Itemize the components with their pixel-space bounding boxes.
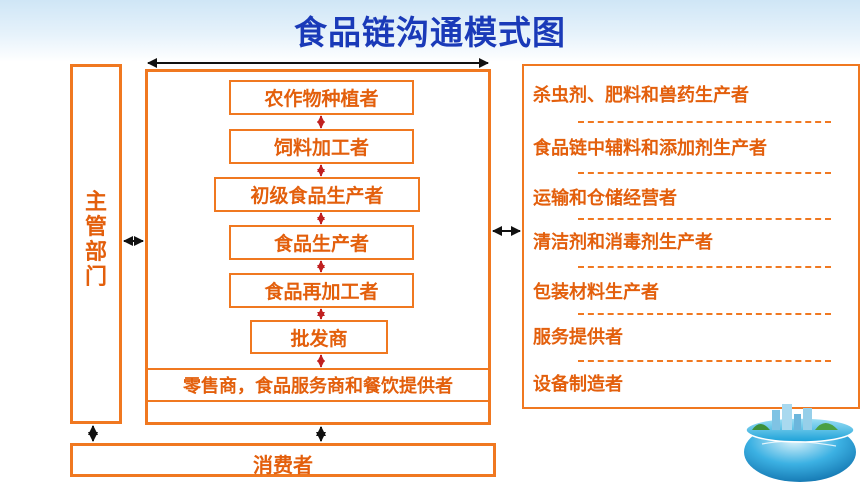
- dashed-divider: [578, 360, 831, 362]
- globe-icon: [744, 404, 856, 482]
- chain-node-food-producer: 食品生产者: [229, 225, 414, 260]
- chain-node-feed-processor: 饲料加工者: [229, 129, 414, 164]
- supplier-item: 服务提供者: [533, 327, 623, 348]
- authority-char: 部: [84, 240, 107, 265]
- page-title: 食品链沟通模式图: [294, 13, 566, 52]
- title-band: [0, 0, 860, 62]
- supplier-item: 食品链中辅料和添加剂生产者: [533, 138, 767, 159]
- dashed-divider: [578, 172, 831, 174]
- dashed-divider: [578, 313, 831, 315]
- dashed-divider: [578, 266, 831, 268]
- authority-char: 门: [84, 265, 107, 290]
- dashed-divider: [578, 121, 831, 123]
- chain-node-crop-grower: 农作物种植者: [229, 80, 414, 115]
- authority-char: 管: [84, 215, 107, 240]
- chain-node-retailer: 零售商，食品服务商和餐饮提供者: [146, 368, 490, 402]
- chain-node-reprocessor: 食品再加工者: [229, 273, 414, 308]
- chain-node-primary-producer: 初级食品生产者: [214, 177, 420, 212]
- dashed-divider: [578, 218, 831, 220]
- authority-char: 主: [84, 190, 107, 215]
- supplier-item: 设备制造者: [533, 374, 623, 395]
- supplier-item: 运输和仓储经营者: [533, 188, 677, 209]
- consumer-box: [70, 443, 496, 477]
- authority-label: 主 管 部 门: [71, 190, 121, 290]
- consumer-label: 消费者: [253, 452, 313, 477]
- supplier-item: 包装材料生产者: [533, 282, 659, 303]
- supplier-item: 清洁剂和消毒剂生产者: [533, 232, 713, 253]
- authority-box: [70, 64, 122, 424]
- chain-node-wholesaler: 批发商: [250, 320, 388, 354]
- supplier-item: 杀虫剂、肥料和兽药生产者: [533, 85, 749, 106]
